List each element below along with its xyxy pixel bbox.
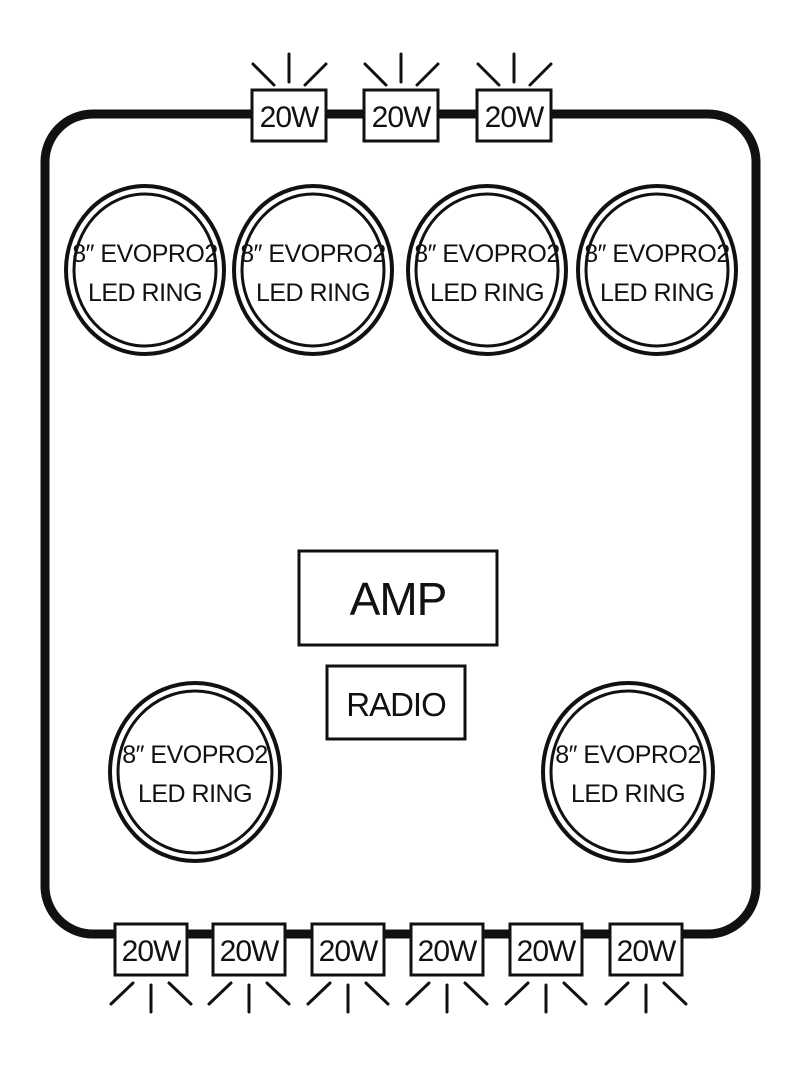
speaker-outer-ring	[541, 681, 715, 863]
top-light-3: 20W	[475, 52, 553, 143]
amp-box	[297, 549, 499, 647]
light-wattage-label: 20W	[122, 935, 182, 968]
light-rays-icon	[306, 981, 390, 1014]
speaker-bottom-2: 8″ EVOPRO2 LED RING	[541, 681, 715, 863]
radio-unit: RADIO	[325, 664, 467, 741]
speaker-model-label: 8″ EVOPRO2	[584, 240, 730, 268]
speaker-outer-ring	[406, 184, 568, 356]
light-rays-icon	[207, 981, 291, 1014]
speaker-type-label: LED RING	[138, 780, 252, 808]
light-wattage-label: 20W	[418, 935, 478, 968]
light-wattage-label: 20W	[617, 935, 677, 968]
bottom-light-5: 20W	[504, 922, 588, 1014]
light-box	[211, 922, 287, 977]
top-light-2: 20W	[362, 52, 440, 143]
speaker-model-label: 8″ EVOPRO2	[555, 741, 701, 769]
bottom-light-4: 20W	[405, 922, 489, 1014]
speaker-inner-ring	[240, 192, 386, 348]
speaker-top-1: 8″ EVOPRO2 LED RING	[64, 184, 226, 356]
radio-label: RADIO	[346, 686, 446, 723]
speaker-inner-ring	[72, 192, 218, 348]
speaker-model-label: 8″ EVOPRO2	[240, 240, 386, 268]
speaker-bottom-1: 8″ EVOPRO2 LED RING	[108, 681, 282, 863]
light-wattage-label: 20W	[220, 935, 280, 968]
light-rays-icon	[604, 981, 688, 1014]
speaker-inner-ring	[549, 689, 707, 855]
light-wattage-label: 20W	[485, 101, 545, 134]
light-box	[508, 922, 584, 977]
speaker-type-label: LED RING	[256, 279, 370, 307]
speaker-type-label: LED RING	[600, 279, 714, 307]
light-box	[250, 88, 328, 143]
light-wattage-label: 20W	[319, 935, 379, 968]
amp-unit: AMP	[297, 549, 499, 647]
bottom-light-1: 20W	[109, 922, 193, 1014]
speaker-model-label: 8″ EVOPRO2	[414, 240, 560, 268]
radio-box	[325, 664, 467, 741]
bottom-light-6: 20W	[604, 922, 688, 1014]
light-box	[409, 922, 485, 977]
light-box	[113, 922, 189, 977]
light-wattage-label: 20W	[260, 101, 320, 134]
speaker-outer-ring	[64, 184, 226, 356]
bottom-light-2: 20W	[207, 922, 291, 1014]
light-box	[362, 88, 440, 143]
top-light-1: 20W	[250, 52, 328, 143]
speaker-top-2: 8″ EVOPRO2 LED RING	[232, 184, 394, 356]
light-rays-icon	[251, 52, 328, 87]
light-wattage-label: 20W	[517, 935, 577, 968]
speaker-outer-ring	[576, 184, 738, 356]
speaker-model-label: 8″ EVOPRO2	[122, 741, 268, 769]
light-rays-icon	[109, 981, 193, 1014]
speaker-outer-ring	[232, 184, 394, 356]
light-wattage-label: 20W	[372, 101, 432, 134]
speaker-inner-ring	[584, 192, 730, 348]
light-box	[310, 922, 386, 977]
light-rays-icon	[363, 52, 440, 87]
speaker-inner-ring	[414, 192, 560, 348]
light-rays-icon	[476, 52, 553, 87]
speaker-top-4: 8″ EVOPRO2 LED RING	[576, 184, 738, 356]
light-box	[608, 922, 684, 977]
speaker-top-3: 8″ EVOPRO2 LED RING	[406, 184, 568, 356]
speaker-type-label: LED RING	[430, 279, 544, 307]
speaker-type-label: LED RING	[88, 279, 202, 307]
amp-label: AMP	[350, 573, 447, 625]
speaker-outer-ring	[108, 681, 282, 863]
bottom-light-3: 20W	[306, 922, 390, 1014]
light-rays-icon	[405, 981, 489, 1014]
speaker-type-label: LED RING	[571, 780, 685, 808]
light-box	[475, 88, 553, 143]
speaker-model-label: 8″ EVOPRO2	[72, 240, 218, 268]
light-rays-icon	[504, 981, 588, 1014]
speaker-inner-ring	[116, 689, 274, 855]
